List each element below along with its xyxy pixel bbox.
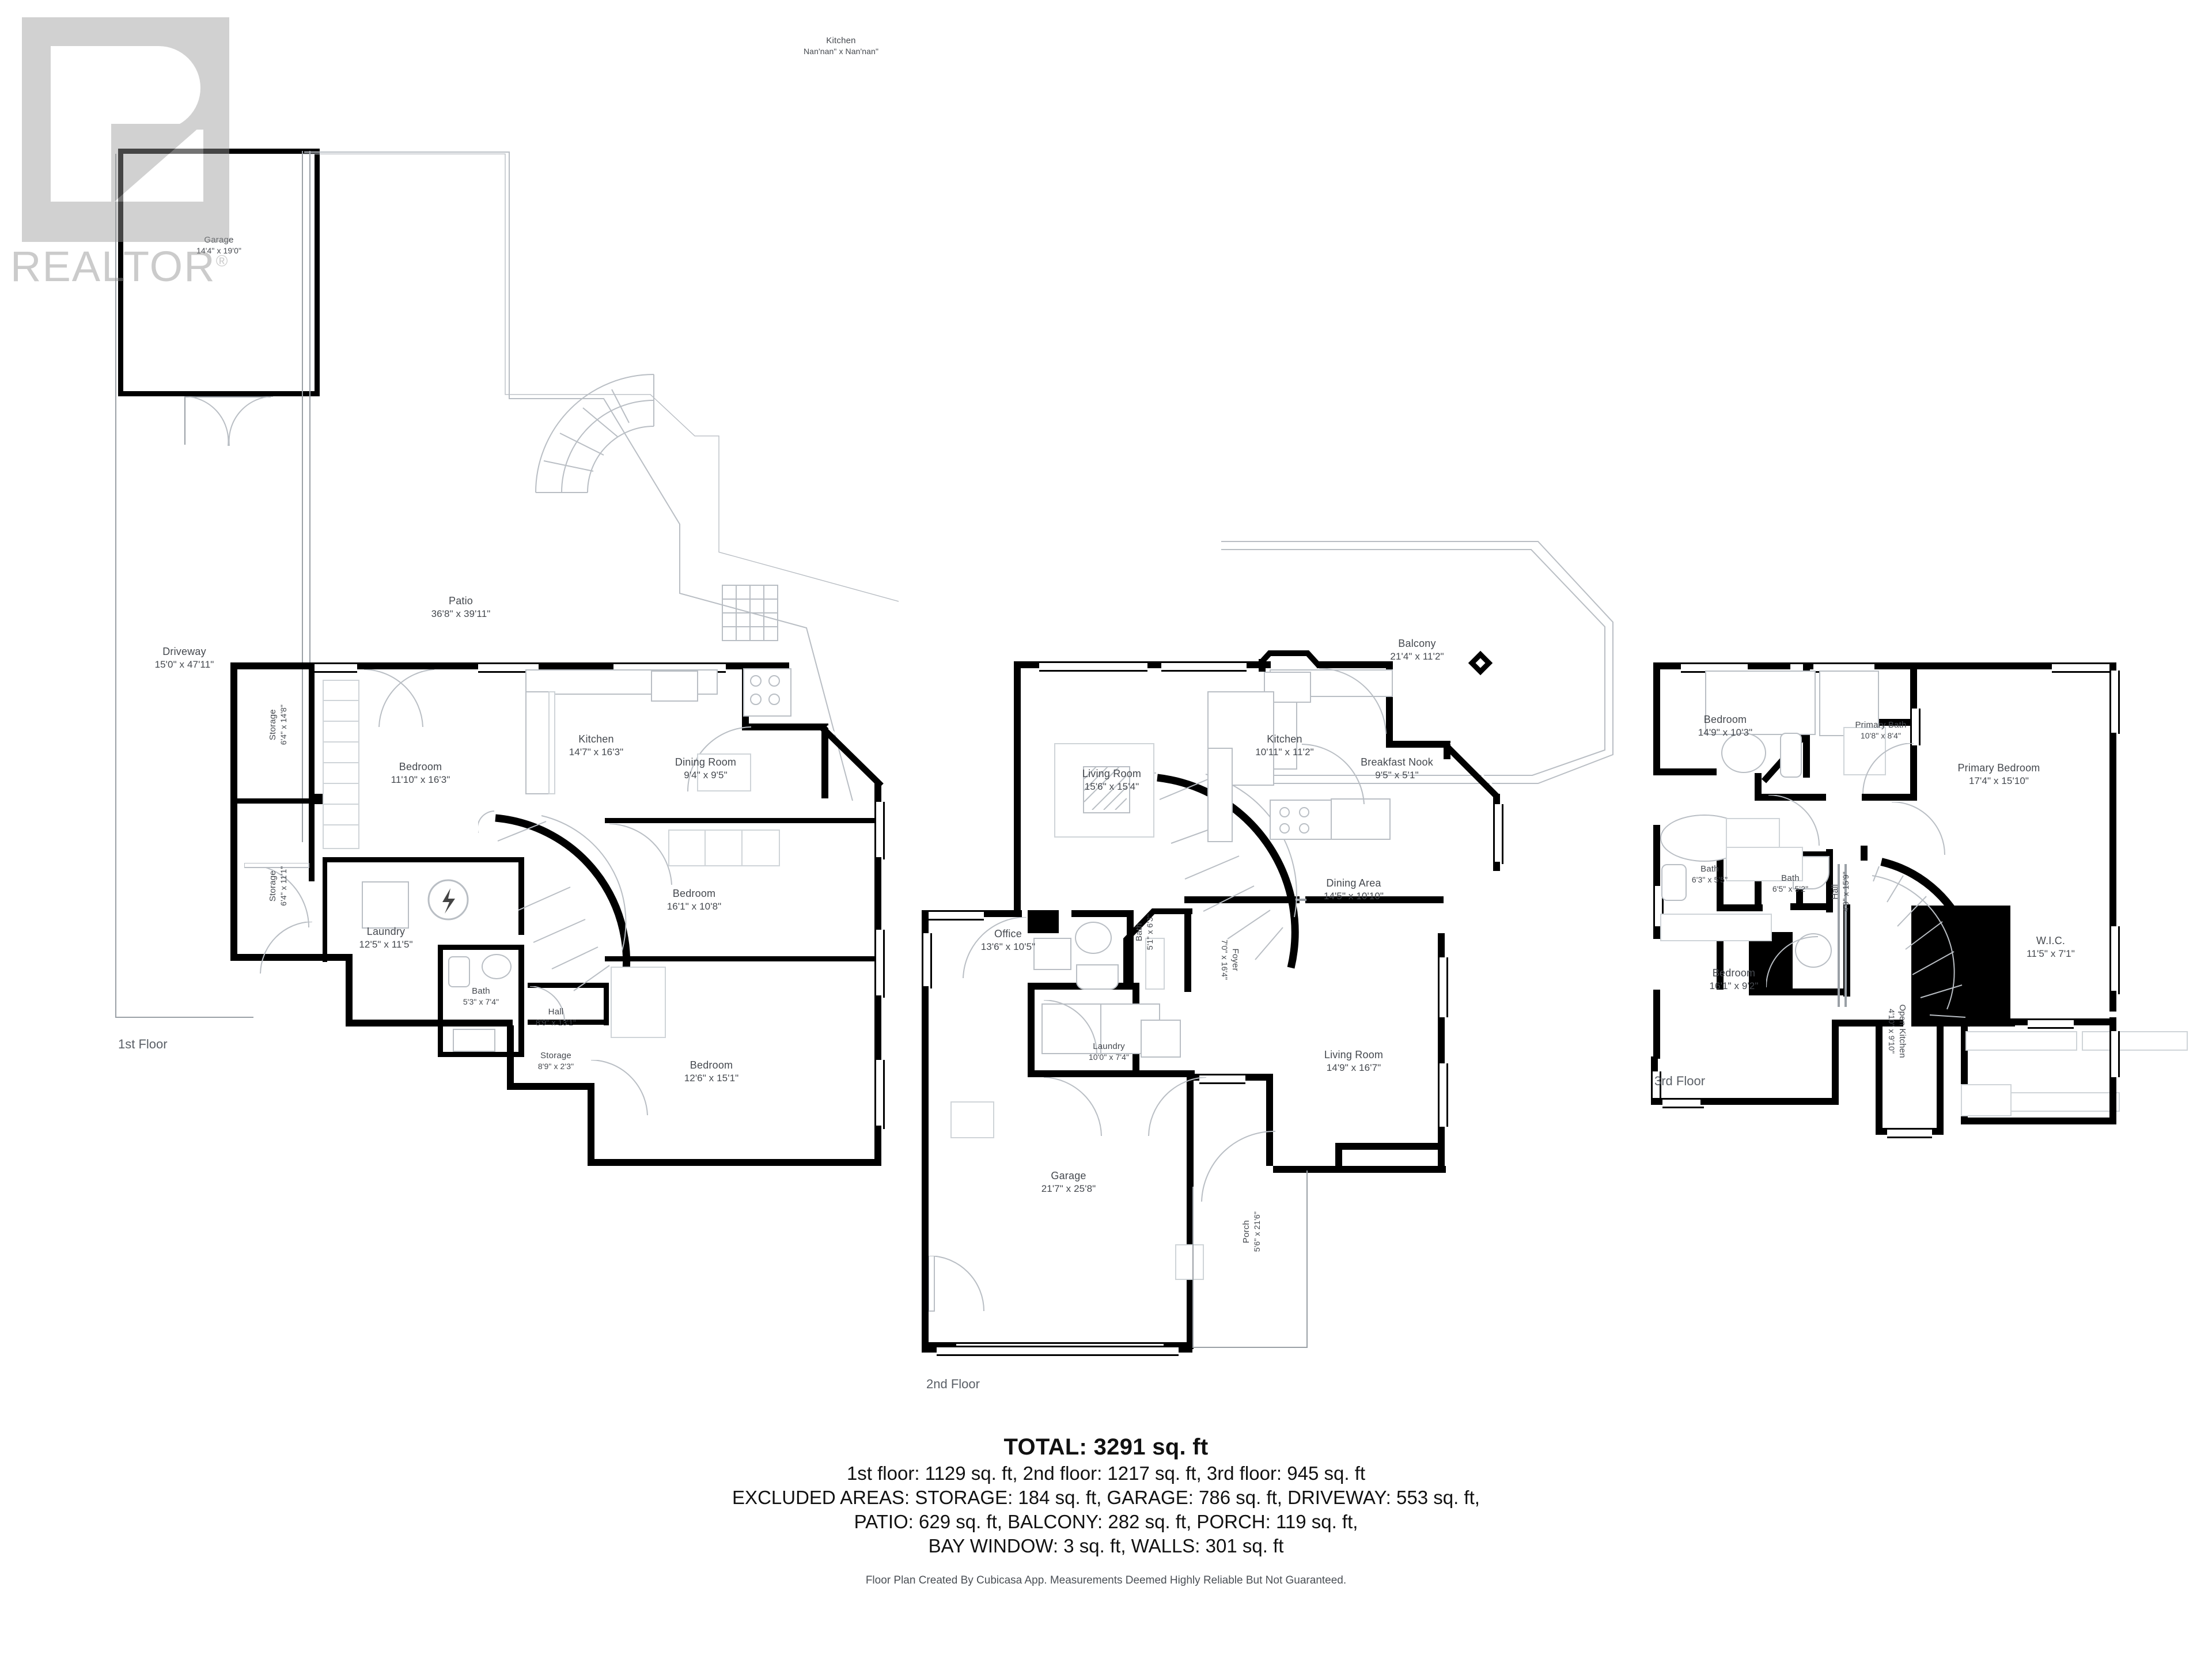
room-name: Garage bbox=[204, 235, 234, 245]
room-name: Garage bbox=[1051, 1170, 1086, 1181]
realtor-r-block bbox=[22, 17, 229, 242]
room-label-bedroom-3: Bedroom 12'6" x 15'1" bbox=[645, 1059, 778, 1084]
room-name: Storage bbox=[267, 709, 278, 741]
room-dim: 12'6" x 15'1" bbox=[684, 1072, 739, 1084]
room-label-storage-1: Storage 6'4" x 14'8" bbox=[268, 664, 289, 785]
room-label-garage-detached: Garage 14'4" x 19'0" bbox=[156, 235, 282, 256]
staircase-curved-floor3 bbox=[1872, 858, 1979, 1027]
excluded-areas-1: EXCLUDED AREAS: STORAGE: 184 sq. ft, GAR… bbox=[732, 1487, 1480, 1508]
water-heater-icon bbox=[427, 879, 469, 921]
staircase-curved-floor1 bbox=[478, 810, 631, 998]
stray-room-name: Kitchen bbox=[826, 36, 856, 46]
room-dim: 6'4" x 14'8" bbox=[278, 704, 288, 745]
floor-caption-3: 3rd Floor bbox=[1654, 1074, 1706, 1088]
realtor-logo-watermark: REALTOR® bbox=[10, 12, 241, 300]
room-label-living-room-2b: Living Room 14'9" x 16'7" bbox=[1285, 1048, 1423, 1074]
room-dim: 12'5" x 11'5" bbox=[359, 938, 413, 950]
realtor-r-bowl bbox=[111, 46, 200, 130]
room-dim: 14'9" x 16'7" bbox=[1326, 1062, 1381, 1073]
realtor-r-leg bbox=[111, 124, 203, 204]
room-name: Driveway bbox=[162, 646, 206, 657]
patio-stairs-upper bbox=[535, 374, 654, 493]
excluded-areas-2: PATIO: 629 sq. ft, BALCONY: 282 sq. ft, … bbox=[854, 1511, 1358, 1532]
room-dim: 17'4" x 15'10" bbox=[1968, 775, 2029, 786]
room-label-laundry-1: Laundry 12'5" x 11'5" bbox=[323, 925, 449, 950]
registered-mark: ® bbox=[215, 252, 229, 270]
realtor-r-gap bbox=[111, 130, 203, 202]
patio-stairs-lower bbox=[722, 585, 778, 641]
patio-outline bbox=[303, 151, 899, 801]
realtor-r-stem bbox=[51, 46, 111, 202]
fireplace-icon bbox=[1084, 767, 1127, 810]
floor-caption-1: 1st Floor bbox=[118, 1037, 168, 1051]
floor-caption-2: 2nd Floor bbox=[926, 1377, 980, 1391]
stray-room-dim: Nan'nan" x Nan'nan" bbox=[803, 46, 879, 56]
room-name: Living Room bbox=[1324, 1049, 1384, 1060]
room-dim: 21'7" x 25'8" bbox=[1041, 1183, 1096, 1194]
area-summary: TOTAL: 3291 sq. ft 1st floor: 1129 sq. f… bbox=[0, 1434, 2212, 1587]
room-label-primary-bedroom: Primary Bedroom 17'4" x 15'10" bbox=[1924, 762, 2074, 787]
realtor-wordmark-text: REALTOR bbox=[10, 243, 216, 290]
per-floor-areas: 1st floor: 1129 sq. ft, 2nd floor: 1217 … bbox=[846, 1463, 1366, 1484]
excluded-areas-3: BAY WINDOW: 3 sq. ft, WALLS: 301 sq. ft bbox=[928, 1535, 1284, 1556]
app-credit-text: Floor Plan Created By Cubicasa App. Meas… bbox=[865, 1574, 1347, 1586]
realtor-wordmark: REALTOR® bbox=[10, 242, 241, 291]
room-name: Primary Bedroom bbox=[1957, 762, 2040, 774]
total-area-text: TOTAL: 3291 sq. ft bbox=[1003, 1434, 1209, 1460]
stray-room-label: Kitchen Nan'nan" x Nan'nan" bbox=[755, 36, 927, 56]
room-label-garage-2: Garage 21'7" x 25'8" bbox=[1002, 1169, 1135, 1195]
room-dim: 14'4" x 19'0" bbox=[196, 245, 242, 255]
room-name: Bedroom bbox=[690, 1059, 733, 1071]
